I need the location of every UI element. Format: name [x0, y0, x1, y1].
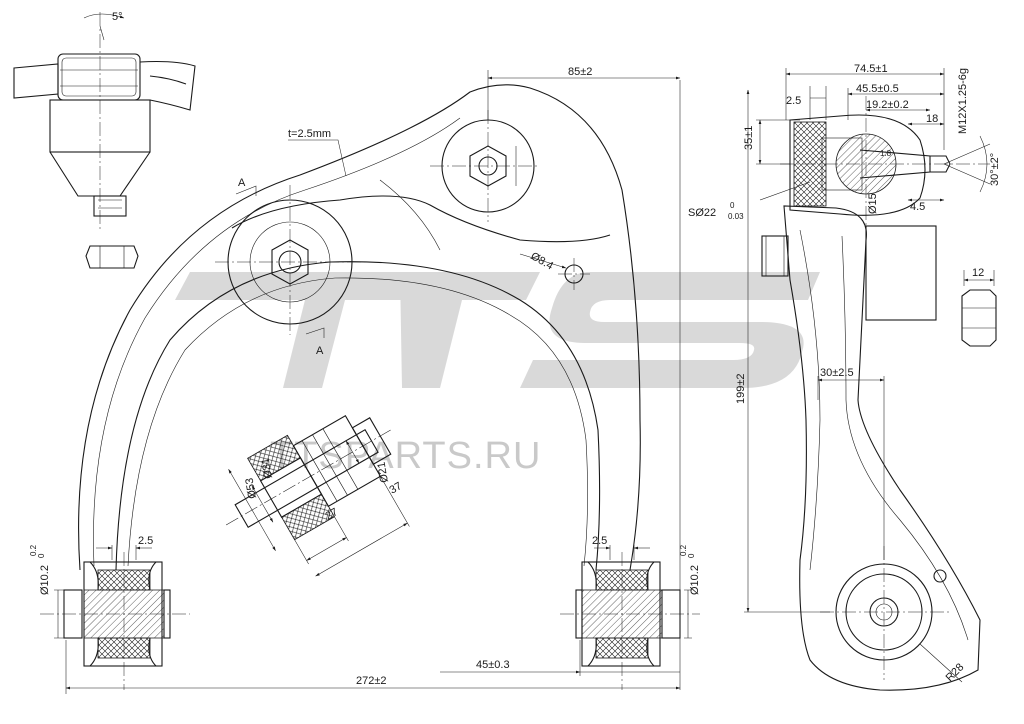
sphere-label: SØ22 — [688, 207, 716, 219]
section-mark-a-bottom: A — [305, 327, 325, 357]
left-bushing-dia-label: Ø10.2 — [39, 565, 51, 595]
watermark-logo — [175, 272, 820, 388]
svg-text:2.5: 2.5 — [592, 535, 607, 547]
svg-text:0: 0 — [730, 201, 735, 210]
svg-text:0.2: 0.2 — [29, 544, 38, 556]
svg-text:19.2±0.2: 19.2±0.2 — [866, 99, 909, 111]
svg-text:85±2: 85±2 — [568, 66, 592, 78]
section-len-outer: 37 — [388, 480, 405, 497]
svg-text:2.5: 2.5 — [138, 535, 153, 547]
section-mark-a-top: A — [235, 177, 257, 196]
left-bushing: 2.5 Ø10.2 0.2 0 — [29, 535, 190, 690]
svg-text:45.5±0.5: 45.5±0.5 — [856, 83, 899, 95]
side-dims: 74.5±1 45.5±0.5 19.2±0.2 18 M12X1.25-6g … — [688, 63, 1001, 613]
svg-text:0: 0 — [37, 553, 46, 558]
svg-text:A: A — [238, 177, 246, 189]
svg-text:199±2: 199±2 — [735, 373, 747, 404]
section-d-inner: Ø31 — [260, 457, 275, 480]
section-d-sleeve: Ø21 — [376, 461, 391, 484]
watermark-text: TTSPARTS.RU — [270, 435, 541, 477]
svg-text:0: 0 — [687, 553, 696, 558]
svg-text:272±2: 272±2 — [356, 675, 387, 687]
thickness-label: t=2.5mm — [288, 128, 331, 140]
ball-joint-boss — [430, 110, 540, 222]
svg-text:1:8: 1:8 — [880, 149, 892, 158]
svg-text:12: 12 — [972, 267, 984, 279]
dim-center-offset: 45±0.3 — [440, 640, 680, 676]
section-a-bushing — [225, 414, 410, 577]
svg-text:0.03: 0.03 — [728, 212, 744, 221]
svg-text:30±2.5: 30±2.5 — [820, 367, 854, 379]
svg-text:0.2: 0.2 — [679, 544, 688, 556]
radius-label: R28 — [944, 661, 967, 684]
dim-85: 85±2 — [487, 66, 681, 690]
section-d-outer: Ø53 — [244, 477, 259, 500]
arm-side-view: R28 — [761, 96, 990, 691]
hole-dia-label: Ø8.4 — [529, 250, 556, 272]
dim-overall-length: 272±2 — [65, 640, 681, 694]
watermark: TTSPARTS.RU — [175, 272, 820, 477]
section-len-inner: 27 — [324, 506, 341, 523]
svg-text:4.5: 4.5 — [910, 201, 925, 213]
side-nut-icon: 12 — [961, 267, 997, 347]
ball-joint-detail: 5° — [13, 11, 196, 269]
svg-text:45±0.3: 45±0.3 — [476, 659, 510, 671]
svg-text:Ø15: Ø15 — [867, 193, 879, 214]
right-bushing-dia-label: Ø10.2 — [689, 565, 701, 595]
svg-text:30°±2°: 30°±2° — [989, 153, 1001, 186]
svg-text:35±1: 35±1 — [743, 126, 755, 150]
svg-text:2.5: 2.5 — [786, 95, 801, 107]
svg-text:18: 18 — [926, 113, 938, 125]
svg-text:74.5±1: 74.5±1 — [854, 63, 888, 75]
front-bushing-boss — [215, 185, 365, 335]
right-bushing: 2.5 Ø10.2 0.2 0 — [560, 535, 701, 690]
svg-text:A: A — [316, 345, 324, 357]
angle-label: 5° — [112, 11, 123, 23]
thread-label: M12X1.25-6g — [957, 68, 969, 134]
nut-icon — [85, 245, 139, 269]
